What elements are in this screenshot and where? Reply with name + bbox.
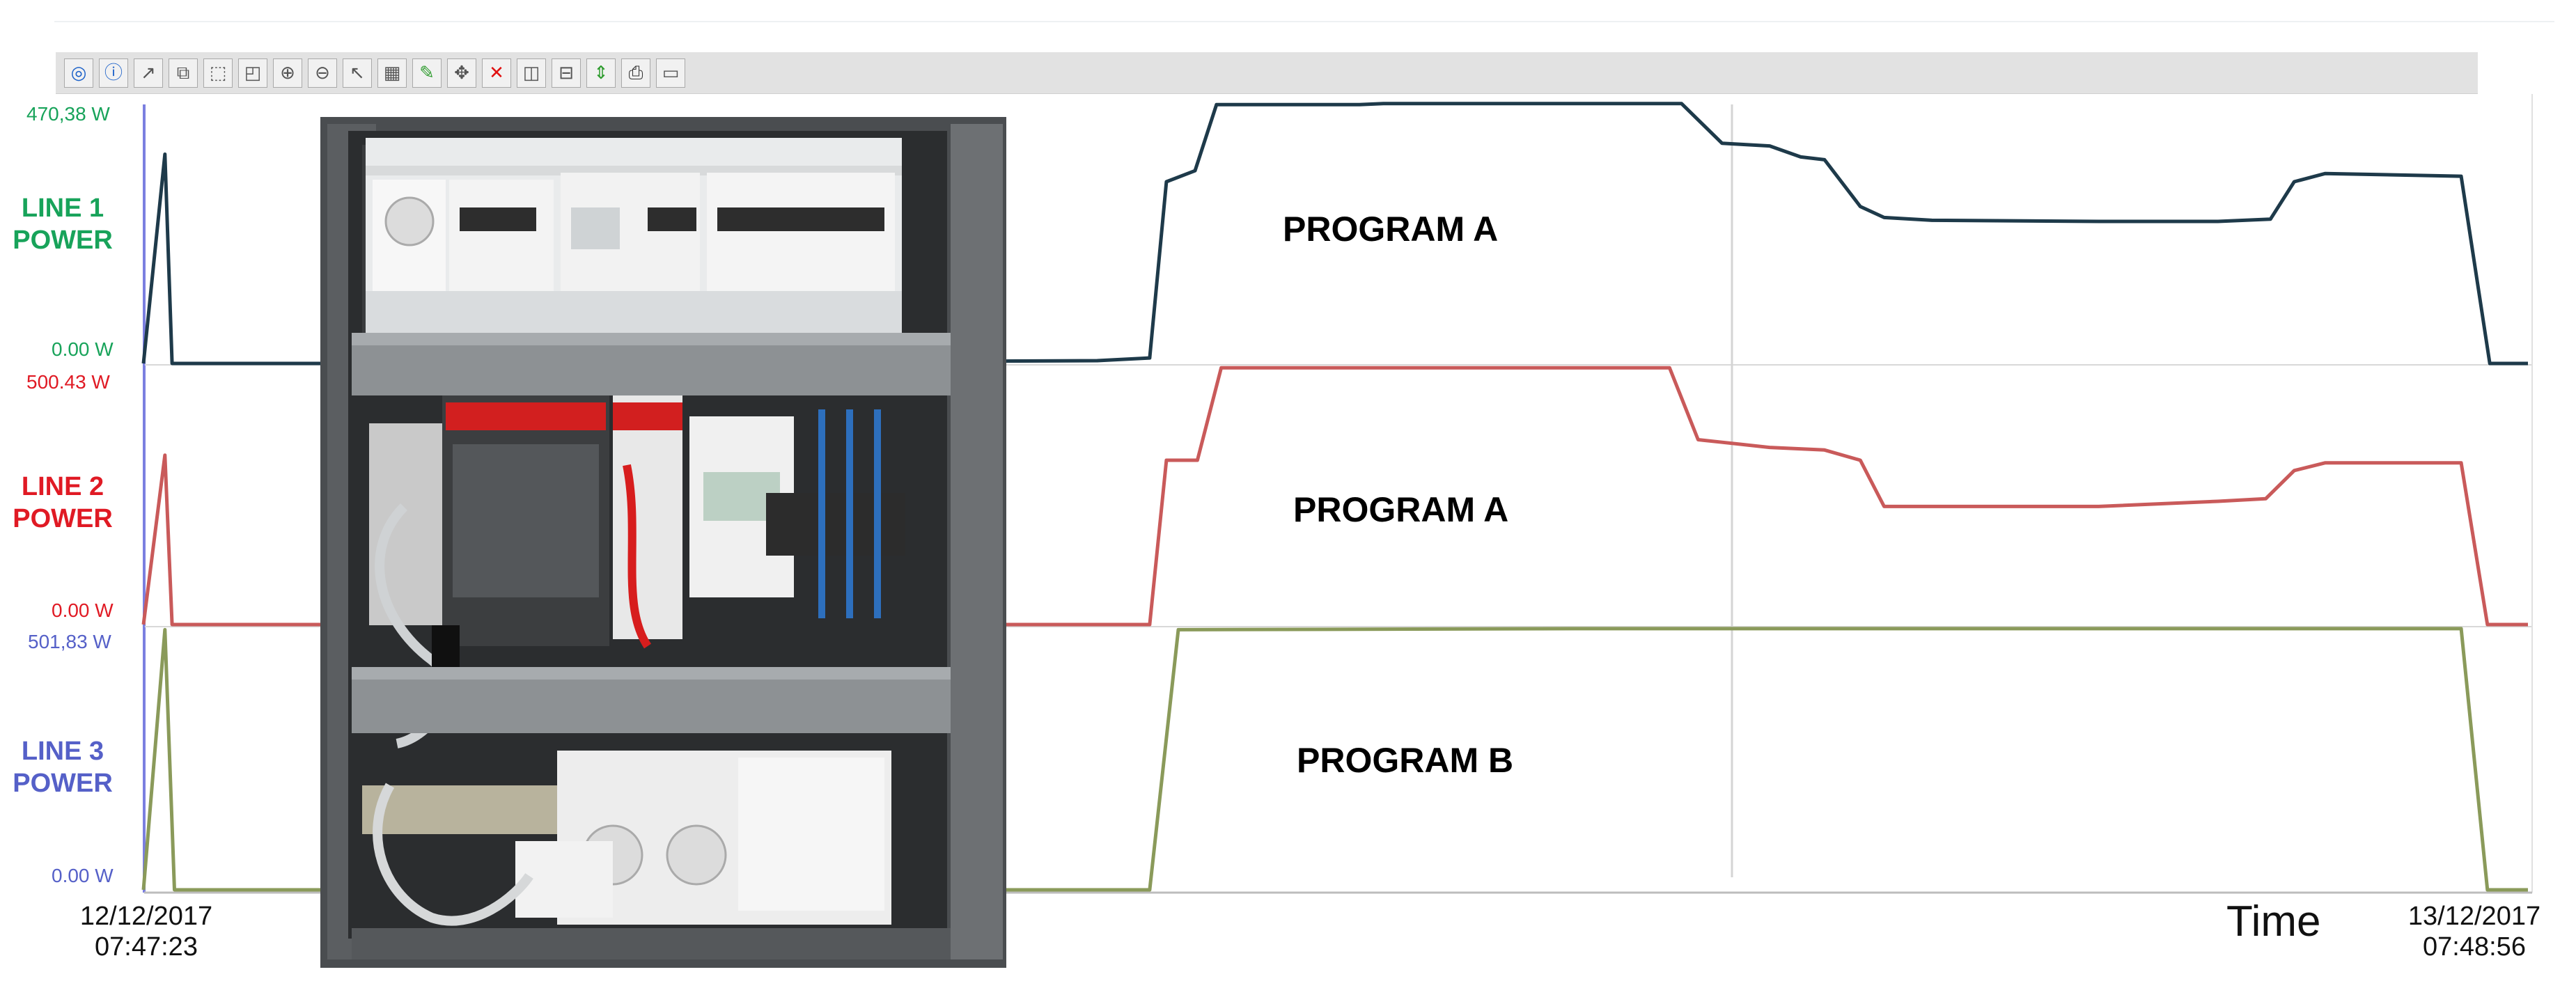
- line2-title: LINE 2 POWER: [0, 471, 125, 535]
- time-end-label: 13/12/2017 07:48:56: [2407, 902, 2541, 962]
- line1-min-label: 0.00 W: [52, 338, 114, 360]
- line3-title: LINE 3 POWER: [0, 735, 125, 799]
- line3-name: LINE 3: [21, 737, 104, 766]
- layout-stack-icon[interactable]: ⊟: [552, 58, 581, 88]
- zoom-box-icon[interactable]: ⬚: [203, 58, 233, 88]
- top-divider: [54, 21, 2554, 22]
- program-label-line1: PROGRAM A: [1283, 210, 1499, 249]
- program-label-line2: PROGRAM A: [1293, 490, 1509, 529]
- pan-icon[interactable]: ✥: [447, 58, 476, 88]
- edit-icon[interactable]: ✎: [412, 58, 442, 88]
- line1-name: LINE 1: [21, 194, 104, 223]
- program-label-line3: PROGRAM B: [1297, 741, 1514, 780]
- export-icon[interactable]: ↗: [134, 58, 163, 88]
- line2-name: LINE 2: [21, 472, 104, 501]
- chart-toolbar: ◎ⓘ↗⧉⬚◰⊕⊖↖▦✎✥✕◫⊟⇕⎙▭: [56, 52, 2478, 94]
- time-start-label: 12/12/2017 07:47:23: [79, 902, 213, 962]
- line1-sub: POWER: [13, 226, 113, 255]
- series-line-3: [141, 627, 2528, 892]
- series-line-2: [141, 366, 2528, 627]
- zoom-out-icon[interactable]: ⊖: [308, 58, 337, 88]
- delete-icon[interactable]: ✕: [482, 58, 511, 88]
- line2-max-label: 500.43 W: [26, 371, 110, 393]
- table-icon[interactable]: ▦: [377, 58, 407, 88]
- line3-sub: POWER: [13, 769, 113, 798]
- info-icon[interactable]: ⓘ: [99, 58, 128, 88]
- line2-min-label: 0.00 W: [52, 599, 114, 621]
- line1-max-label: 470,38 W: [26, 103, 110, 125]
- zoom-area-icon[interactable]: ◰: [238, 58, 267, 88]
- copy-icon[interactable]: ⧉: [169, 58, 198, 88]
- electrical-cabinet-photo: [320, 117, 1006, 968]
- series-line-1: [141, 102, 2528, 366]
- line2-sub: POWER: [13, 504, 113, 533]
- cursor-icon[interactable]: ↖: [343, 58, 372, 88]
- zoom-in-icon[interactable]: ⊕: [273, 58, 302, 88]
- layout-split-icon[interactable]: ◫: [517, 58, 546, 88]
- print-icon[interactable]: ⎙: [621, 58, 650, 88]
- save-icon[interactable]: ▭: [656, 58, 685, 88]
- line3-max-label: 501,83 W: [28, 631, 111, 652]
- fit-icon[interactable]: ⇕: [586, 58, 616, 88]
- time-axis-word: Time: [2226, 897, 2321, 946]
- reset-icon[interactable]: ◎: [64, 58, 93, 88]
- line1-title: LINE 1 POWER: [0, 192, 125, 256]
- line3-min-label: 0.00 W: [52, 865, 114, 886]
